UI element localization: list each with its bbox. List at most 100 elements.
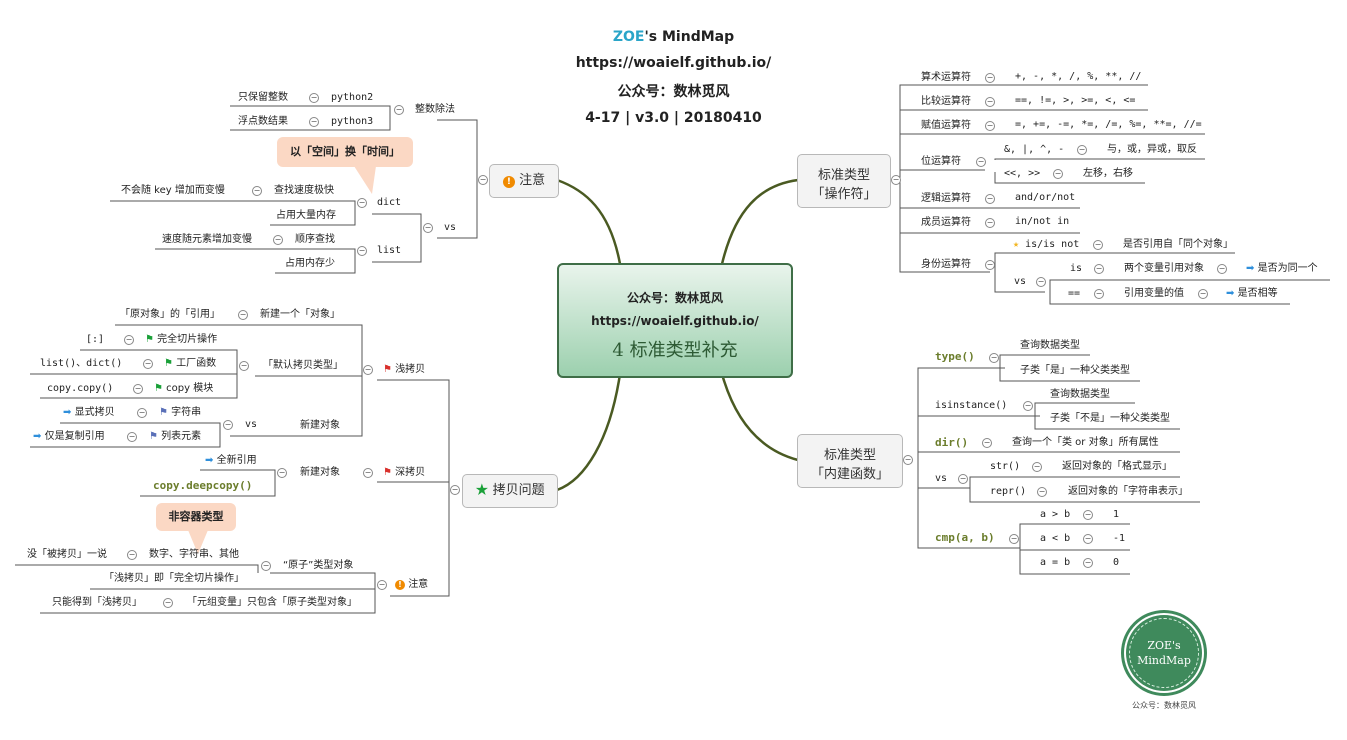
collapse-icon[interactable]: − xyxy=(127,432,137,442)
collapse-icon[interactable]: − xyxy=(903,455,913,465)
collapse-icon[interactable]: − xyxy=(309,117,319,127)
list-slow-label: 速度随元素增加变慢 xyxy=(162,234,252,245)
dir-func-label: dir() xyxy=(935,436,969,449)
same-one-text: 是否为同一个 xyxy=(1257,263,1318,274)
collapse-icon[interactable]: − xyxy=(377,580,387,590)
collapse-icon[interactable]: − xyxy=(1083,534,1093,544)
same-one-label: ➡ 是否为同一个 xyxy=(1246,263,1318,275)
callout-tail xyxy=(354,166,376,194)
full-slice-text: 完全切片操作 xyxy=(157,334,218,345)
collapse-icon[interactable]: − xyxy=(239,361,249,371)
collapse-icon[interactable]: − xyxy=(357,246,367,256)
collapse-icon[interactable]: − xyxy=(127,550,137,560)
collapse-icon[interactable]: − xyxy=(163,598,173,608)
node-attention[interactable]: ! 注意 xyxy=(489,164,559,198)
collapse-icon[interactable]: − xyxy=(1053,169,1063,179)
collapse-icon[interactable]: − xyxy=(423,223,433,233)
green-flag-icon: ⚑ xyxy=(145,334,154,345)
callout-non-container: 非容器类型 xyxy=(156,503,236,531)
collapse-icon[interactable]: − xyxy=(985,218,995,228)
copy-vs-label: vs xyxy=(245,419,258,430)
cmp-lt-value: -1 xyxy=(1113,533,1126,544)
collapse-icon[interactable]: − xyxy=(985,97,995,107)
bit-op-b: <<, >> xyxy=(1004,168,1041,179)
deep-copy-label: ⚑ 深拷贝 xyxy=(383,467,425,479)
dict-fast-label: 查找速度极快 xyxy=(274,185,334,196)
logic-op-label: 逻辑运算符 xyxy=(921,193,971,204)
collapse-icon[interactable]: − xyxy=(309,93,319,103)
node-attention-label: 注意 xyxy=(519,173,546,188)
node-copy[interactable]: ★ 拷贝问题 xyxy=(462,474,558,508)
collapse-icon[interactable]: − xyxy=(976,157,986,167)
collapse-icon[interactable]: − xyxy=(985,260,995,270)
arrow-right-icon: ➡ xyxy=(205,455,214,466)
node-builtin[interactable]: 标准类型 「内建函数」 xyxy=(797,434,903,488)
two-vars-label: 两个变量引用对象 xyxy=(1124,263,1204,274)
stamp-line1: ZOE's xyxy=(1147,639,1181,652)
collapse-icon[interactable]: − xyxy=(1083,558,1093,568)
collapse-icon[interactable]: − xyxy=(1023,401,1033,411)
collapse-icon[interactable]: − xyxy=(478,175,488,185)
collapse-icon[interactable]: − xyxy=(982,438,992,448)
cmp-gt-label: a > b xyxy=(1040,509,1071,520)
green-flag-icon: ⚑ xyxy=(164,358,173,369)
collapse-icon[interactable]: − xyxy=(357,198,367,208)
collapse-icon[interactable]: − xyxy=(124,335,134,345)
arrow-right-icon: ➡ xyxy=(1226,288,1235,299)
collapse-icon[interactable]: − xyxy=(252,186,262,196)
collapse-icon[interactable]: − xyxy=(1094,289,1104,299)
orig-ref-label: 「原对象」的「引用」 xyxy=(120,309,220,320)
cmp-eq-value: 0 xyxy=(1113,557,1120,568)
collapse-icon[interactable]: − xyxy=(989,353,999,363)
collapse-icon[interactable]: − xyxy=(273,235,283,245)
collapse-icon[interactable]: − xyxy=(958,474,968,484)
collapse-icon[interactable]: − xyxy=(1217,264,1227,274)
collapse-icon[interactable]: − xyxy=(1037,487,1047,497)
ref-only-text: 仅是复制引用 xyxy=(44,431,105,442)
str-repr-vs-label: vs xyxy=(935,473,948,484)
collapse-icon[interactable]: − xyxy=(1032,462,1042,472)
full-slice-label: ⚑ 完全切片操作 xyxy=(145,334,217,346)
header-version: 4-17 | v3.0 | 20180410 xyxy=(585,110,762,126)
collapse-icon[interactable]: − xyxy=(1036,277,1046,287)
collapse-icon[interactable]: − xyxy=(133,384,143,394)
collapse-icon[interactable]: − xyxy=(363,365,373,375)
node-operators[interactable]: 标准类型 「操作符」 xyxy=(797,154,891,208)
collapse-icon[interactable]: − xyxy=(1083,510,1093,520)
collapse-icon[interactable]: − xyxy=(277,468,287,478)
collapse-icon[interactable]: − xyxy=(394,105,404,115)
callout-tail xyxy=(188,530,208,554)
collapse-icon[interactable]: − xyxy=(450,485,460,495)
collapse-icon[interactable]: − xyxy=(1198,289,1208,299)
collapse-icon[interactable]: − xyxy=(1094,264,1104,274)
default-copy-label: 「默认拷贝类型」 xyxy=(263,360,343,371)
collapse-icon[interactable]: − xyxy=(1077,145,1087,155)
callout-space-time: 以「空间」换「时间」 xyxy=(277,137,413,167)
collapse-icon[interactable]: − xyxy=(137,408,147,418)
string-label: ⚑ 字符串 xyxy=(159,407,201,419)
bit-op-a-desc: 与，或，异或，取反 xyxy=(1107,144,1197,155)
dict-mem-label: 占用大量内存 xyxy=(276,210,336,221)
collapse-icon[interactable]: − xyxy=(1093,240,1103,250)
isinstance-query-label: 查询数据类型 xyxy=(1050,389,1110,400)
type-query-label: 查询数据类型 xyxy=(1020,340,1080,351)
ref-value-label: 引用变量的值 xyxy=(1124,288,1184,299)
collapse-icon[interactable]: − xyxy=(363,468,373,478)
dict-label: dict xyxy=(377,197,402,208)
is-not-label: ★ is/is not xyxy=(1013,239,1079,251)
collapse-icon[interactable]: − xyxy=(891,175,901,185)
collapse-icon[interactable]: − xyxy=(223,420,233,430)
arrow-right-icon: ➡ xyxy=(63,407,72,418)
collapse-icon[interactable]: − xyxy=(261,561,271,571)
blue-flag-icon: ⚑ xyxy=(159,407,168,418)
central-topic[interactable]: 公众号：数林觅风 https://woaielf.github.io/ 4 标准… xyxy=(557,263,793,378)
collapse-icon[interactable]: − xyxy=(985,73,995,83)
red-flag-icon: ⚑ xyxy=(383,364,392,375)
collapse-icon[interactable]: − xyxy=(238,310,248,320)
collapse-icon[interactable]: − xyxy=(143,359,153,369)
python2-label: python2 xyxy=(331,92,374,103)
collapse-icon[interactable]: − xyxy=(1009,534,1019,544)
collapse-icon[interactable]: − xyxy=(985,121,995,131)
collapse-icon[interactable]: − xyxy=(985,194,995,204)
stamp-caption: 公众号：数林觅风 xyxy=(1132,701,1196,710)
